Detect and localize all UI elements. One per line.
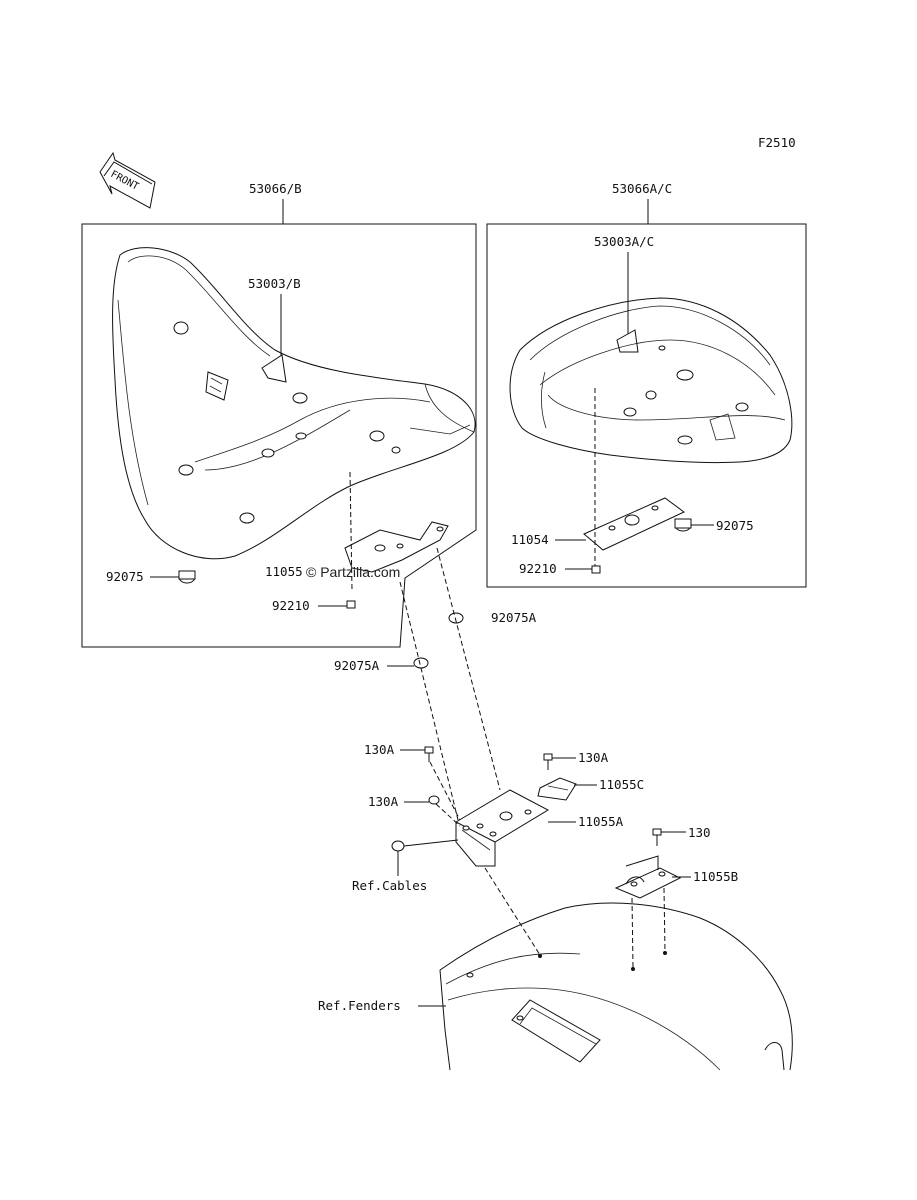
callout-ref-fenders: Ref.Fenders: [318, 998, 401, 1013]
callout-92075-left: 92075: [106, 569, 144, 584]
callout-11055a: 11055A: [578, 814, 624, 829]
passenger-seat-box: [486, 223, 807, 588]
bracket-11055: [344, 521, 449, 573]
passenger-seat: [509, 297, 793, 464]
rider-seat-part-number: 53066/B: [249, 181, 302, 196]
callout-92075a-lower: 92075A: [334, 658, 380, 673]
damper-92075a-lower: [413, 657, 429, 669]
callout-11055: 11055: [265, 564, 303, 579]
bracket-11055c: [537, 777, 577, 801]
bracket-11054: [583, 497, 685, 551]
callout-11054: 11054: [511, 532, 549, 547]
callout-130: 130: [688, 825, 711, 840]
front-label: FRONT: [109, 169, 141, 193]
callout-92075a-upper: 92075A: [491, 610, 537, 625]
rider-seat-assembly: 53066/B 53003/B: [81, 181, 477, 648]
passenger-seat-cover-part-number: 53003A/C: [594, 234, 654, 249]
callout-92210-right: 92210: [519, 561, 557, 576]
damper-92075-right: [674, 518, 692, 532]
damper-92075-left: [178, 570, 196, 584]
passenger-seat-part-number: 53066A/C: [612, 181, 672, 196]
bracket-11055a: [454, 789, 550, 867]
callout-ref-cables: Ref.Cables: [352, 878, 427, 893]
bolt-130: [652, 828, 662, 846]
rider-seat: [112, 247, 476, 560]
rear-fender: [439, 902, 793, 1071]
watermark: © Partzilla.com: [306, 564, 400, 580]
bolt-130a-1: [424, 746, 434, 762]
callout-92210-left: 92210: [272, 598, 310, 613]
passenger-seat-assembly: 53066A/C 53003A/C: [486, 181, 807, 588]
callout-92075-right: 92075: [716, 518, 754, 533]
callout-130a-3: 130A: [368, 794, 399, 809]
bracket-11055b: [614, 867, 682, 899]
cable-clip: [391, 840, 405, 852]
front-arrow-icon: FRONT: [99, 151, 156, 209]
callout-11055c: 11055C: [599, 777, 644, 792]
nut-92210-right: [591, 565, 601, 574]
rider-seat-box: [81, 223, 477, 648]
callout-130a-1: 130A: [364, 742, 395, 757]
callout-130a-2: 130A: [578, 750, 609, 765]
bolt-130a-2: [543, 753, 553, 770]
damper-92075a-upper: [448, 612, 464, 624]
figure-code: F2510: [758, 135, 796, 150]
bolt-130a-3: [428, 795, 440, 805]
nut-92210-left: [346, 600, 356, 609]
rider-seat-cover-part-number: 53003/B: [248, 276, 301, 291]
callout-11055b: 11055B: [693, 869, 738, 884]
